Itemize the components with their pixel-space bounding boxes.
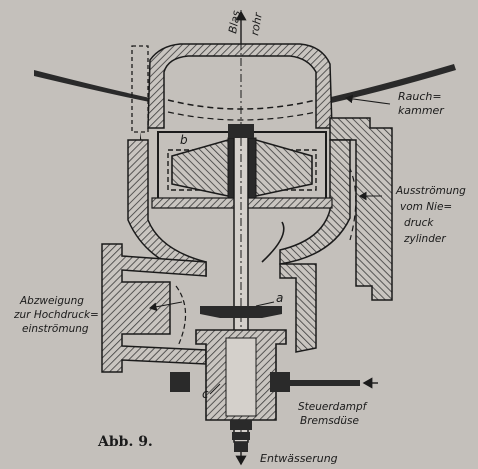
leader-c [209, 383, 221, 395]
inlet-inner-dashed [175, 285, 187, 347]
ref-label-a: a [276, 291, 283, 305]
leader-a [255, 301, 275, 307]
gland-nut [170, 372, 190, 392]
gland-bore [225, 337, 257, 417]
ref-label-b: b [180, 133, 188, 147]
leader-abzweigung [148, 301, 183, 312]
label-ausstroemung-1: Ausströmung [395, 185, 466, 197]
inlet-branch-left [101, 243, 207, 373]
label-ausstroemung-2: vom Nie= [400, 201, 452, 213]
flange-bolt-left [131, 45, 149, 133]
label-abzweigung-1: Abzweigung [19, 295, 84, 307]
deflector-curve [261, 221, 285, 263]
label-abzweigung-2: zur Hochdruck= [13, 309, 99, 321]
label-rauchkammer-1: Rauch= [398, 90, 442, 103]
ref-label-c: c [202, 387, 209, 401]
steam-pipe [276, 380, 360, 386]
smokebox-sheet [34, 70, 160, 104]
leader-rauchkammer [344, 94, 391, 105]
label-ausstroemung-4: zylinder [403, 233, 446, 245]
label-ausstroemung-3: druck [404, 217, 434, 229]
label-rauchkammer-2: kammer [398, 104, 445, 117]
label-steuerdampf-2: Bremsdüse [300, 415, 359, 427]
drain-nut-2 [232, 432, 250, 440]
body-lower-right [279, 263, 317, 353]
valve-disc-a [200, 306, 282, 318]
label-entwaesserung: Entwässerung [260, 452, 338, 465]
bell-inner-curve [167, 99, 317, 110]
label-steuerdampf-1: Steuerdampf [298, 401, 369, 413]
bell-housing [147, 43, 333, 129]
label-blasrohr-1: Blas [226, 9, 243, 34]
outlet-passage-dashed [337, 149, 357, 241]
label-abzweigung-3: einströmung [22, 323, 89, 335]
bell-inner-curve-2 [167, 111, 317, 121]
figure-caption: Abb. 9. [97, 434, 153, 450]
spindle-top-nut [228, 124, 254, 138]
drain-nut-3 [234, 442, 248, 452]
label-blasrohr-2: rohr [248, 10, 265, 36]
drain-nut-1 [230, 420, 252, 430]
